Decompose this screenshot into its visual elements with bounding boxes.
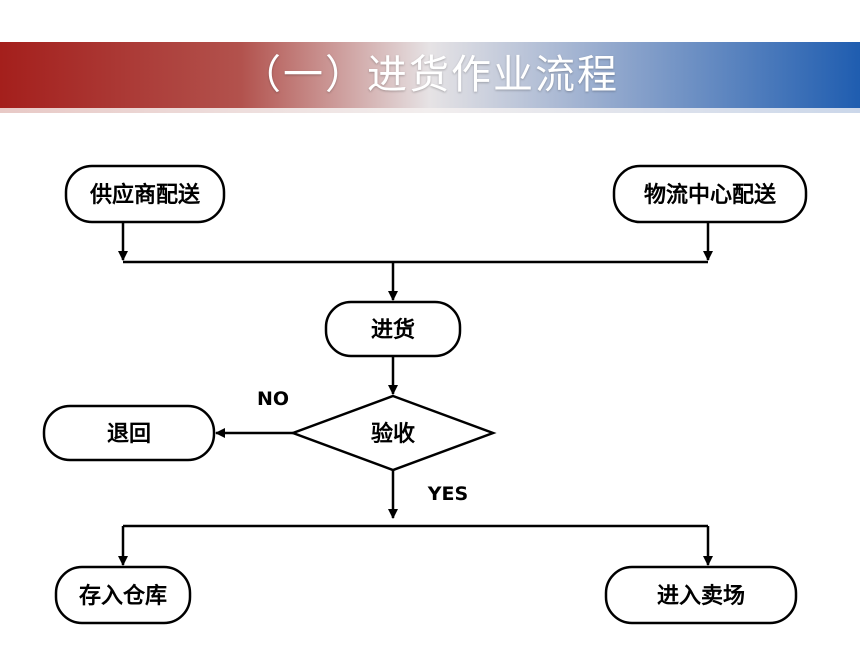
- node-receiving-label: 进货: [371, 317, 415, 343]
- node-warehouse: [54, 565, 192, 625]
- node-inspection-label: 验收: [371, 421, 415, 447]
- page-title: （一）进货作业流程: [241, 52, 619, 98]
- node-supplier-label: 供应商配送: [89, 182, 200, 208]
- node-return: [42, 404, 216, 462]
- title-banner-shadow: [0, 108, 860, 113]
- node-warehouse-label: 存入仓库: [79, 583, 167, 609]
- title-banner: [0, 42, 860, 108]
- node-logistics-center: [612, 164, 808, 224]
- node-sales-floor: [604, 565, 798, 625]
- branch-no-label: NO: [257, 388, 289, 410]
- node-logistics-center-label: 物流中心配送: [644, 182, 776, 208]
- node-supplier: [64, 164, 226, 224]
- node-return-label: 退回: [107, 422, 151, 447]
- node-sales-floor-label: 进入卖场: [657, 583, 745, 609]
- branch-yes-label: YES: [427, 483, 468, 505]
